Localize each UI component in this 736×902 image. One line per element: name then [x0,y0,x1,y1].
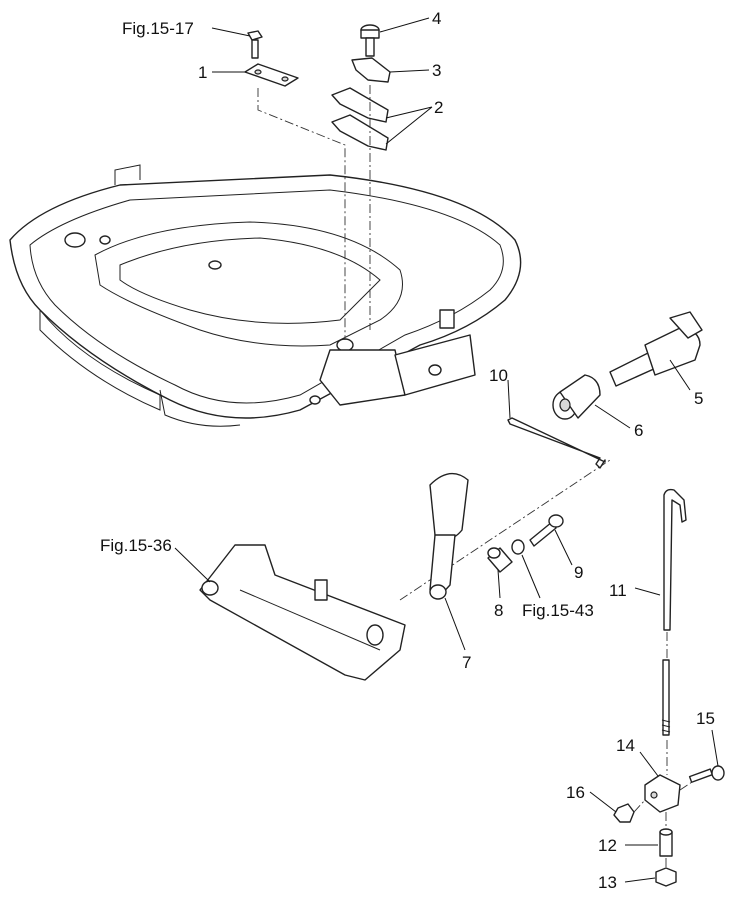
clip-part-3 [351,57,391,83]
label-part-5: 5 [694,389,703,408]
rod-part-10 [507,417,606,469]
clip-part-2b [331,114,389,151]
joint-block-part-14 [644,774,681,813]
label-part-13: 13 [598,873,617,892]
label-part-6: 6 [634,421,643,440]
label-part-1: 1 [198,63,207,82]
label-part-3: 3 [432,61,441,80]
bolt-fig-15-17 [247,30,263,59]
screw-part-15 [679,765,725,791]
shift-lever-part-7 [429,472,469,600]
bracket-fig-15-36 [199,544,406,681]
label-part-12: 12 [598,836,617,855]
collar-part-8 [487,547,513,573]
bolt-part-4 [360,24,380,57]
nut-part-13 [655,867,677,887]
switch-part-5 [609,311,703,387]
label-part-8: 8 [494,601,503,620]
cap-part-6 [552,374,601,420]
label-part-4: 4 [432,9,441,28]
leader-lines [174,17,719,883]
rod-part-11 [661,488,687,775]
nut-part-16 [613,803,635,823]
label-fig-15-17: Fig.15-17 [122,19,194,38]
label-fig-15-36: Fig.15-36 [100,536,172,555]
label-fig-15-43: Fig.15-43 [522,601,594,620]
washer-fig-15-43 [511,539,525,555]
label-part-11: 11 [609,581,627,600]
bottom-cowling [9,164,522,427]
label-part-2: 2 [434,98,443,117]
bolt-part-9 [529,514,564,547]
label-part-15: 15 [696,709,715,728]
spacer-part-12 [659,828,673,857]
clip-part-2a [331,87,389,123]
label-part-14: 14 [616,736,635,755]
plate-part-1 [244,63,299,87]
label-part-16: 16 [566,783,585,802]
label-part-7: 7 [462,653,471,672]
label-part-10: 10 [489,366,508,385]
label-part-9: 9 [574,563,583,582]
